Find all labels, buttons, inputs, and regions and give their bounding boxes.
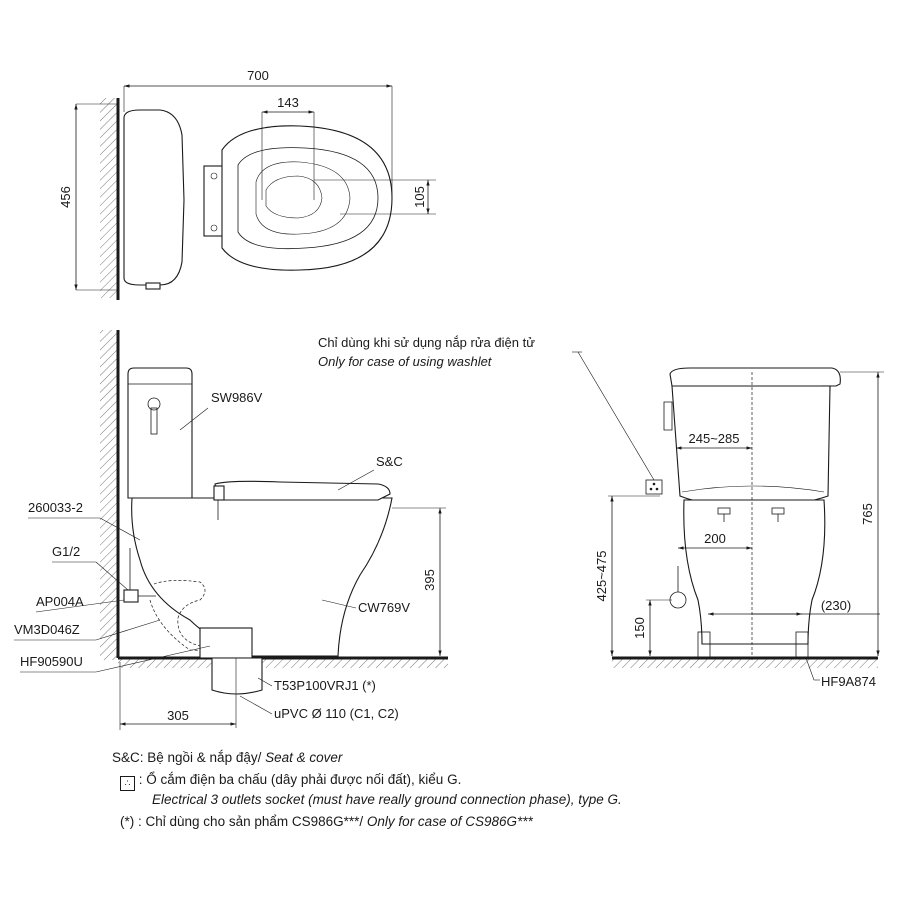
leader-valve [35, 599, 125, 613]
top-wall-hatch [100, 98, 118, 298]
label-hose: VM3D046Z [14, 622, 80, 637]
dim-700-text: 700 [247, 68, 269, 83]
side-flange [199, 627, 253, 659]
side-trap-outer [149, 599, 251, 653]
legend-sc-text: S&C: Bệ ngồi & nắp đậy/ [112, 750, 262, 765]
leader-gasket [99, 517, 141, 541]
label-adapter: T53P100VRJ1 (*) [274, 678, 376, 693]
side-floor-hatch [118, 658, 448, 668]
legend-asterisk: (*) : Chỉ dùng cho sản phẩm CS986G***/ O… [120, 814, 533, 829]
washlet-note-vi: Chỉ dùng khi sử dụng nắp rửa điện tử [318, 335, 535, 350]
socket-pin [649, 487, 653, 491]
dim-245-text: 245~285 [689, 431, 740, 446]
dim-230-text: (230) [821, 598, 851, 613]
leader-thread [95, 561, 129, 591]
socket-pin [655, 487, 659, 491]
front-floor-bolt-right [795, 631, 809, 659]
legend-socket: ∴ : Ổ cắm điện ba chấu (dây phải được nố… [120, 772, 461, 791]
dim-305-text: 305 [167, 708, 189, 723]
side-view: 395 305 SW986V S&C CW769V 260033-2 G1/2 … [14, 330, 448, 730]
side-seat-hinge [213, 485, 225, 501]
leader-bolts [805, 657, 815, 681]
top-seat-inner [237, 147, 379, 249]
front-floor-hatch [612, 658, 878, 668]
top-tank-foot [145, 282, 161, 290]
leader-flange [95, 645, 211, 673]
front-flush-lever [663, 401, 673, 431]
legend-sc-text-en: Seat & cover [265, 750, 343, 765]
label-valve: AP004A [36, 594, 84, 609]
washlet-note-en: Only for case of using washlet [318, 354, 493, 369]
leader-pipe [239, 695, 273, 715]
dim-395-text: 395 [422, 569, 437, 591]
label-bolts: HF9A874 [821, 674, 876, 689]
leader-adapter [257, 677, 273, 687]
legend-asterisk-text-vi: : Chỉ dùng cho sản phẩm CS986G***/ [138, 814, 364, 829]
front-tank-lid [669, 367, 841, 387]
side-trap [153, 580, 240, 647]
dim-143-text: 143 [277, 95, 299, 110]
front-seat-edge [681, 485, 825, 493]
top-bowl-opening [255, 161, 351, 235]
label-flange: HF90590U [20, 654, 83, 669]
top-bowl-well [265, 175, 323, 219]
top-view: 700 456 143 105 [58, 68, 436, 300]
socket-icon: ∴ [120, 776, 135, 791]
legend-socket-text-en: Electrical 3 outlets socket (must have r… [152, 792, 622, 807]
legend-asterisk-marker: (*) [120, 814, 135, 829]
dim-150-text: 150 [632, 617, 647, 639]
label-bowl: CW769V [358, 600, 410, 615]
flush-lever-icon [147, 397, 161, 411]
leader-seat [337, 469, 375, 491]
side-tank [127, 367, 193, 499]
label-thread: G1/2 [52, 544, 80, 559]
top-tank [123, 109, 185, 286]
socket-pin [652, 482, 656, 486]
dim-105-text: 105 [412, 186, 427, 208]
front-view: Chỉ dùng khi sử dụng nắp rửa điện tử Onl… [318, 335, 884, 689]
legend-socket-text-vi: : Ổ cắm điện ba chấu (dây phải được nối … [138, 772, 462, 787]
label-pipe: uPVC Ø 110 (C1, C2) [274, 706, 399, 721]
legend-seat-cover: S&C: Bệ ngồi & nắp đậy/ Seat & cover [112, 750, 342, 765]
legend-asterisk-text-en: Only for case of CS986G*** [366, 814, 533, 829]
top-hinge-bolt [210, 172, 218, 180]
leader-tank [179, 407, 209, 431]
flush-lever-handle [150, 407, 158, 435]
dim-765-text: 765 [860, 503, 875, 525]
leader-washlet [577, 351, 655, 481]
label-gasket: 260033-2 [28, 500, 83, 515]
label-tank: SW986V [211, 390, 263, 405]
dim-425-text: 425~475 [594, 551, 609, 602]
leader-bowl [321, 599, 357, 609]
label-seat: S&C [376, 454, 403, 469]
side-seat-cover [214, 480, 391, 501]
side-drain-pipe [211, 657, 263, 695]
top-hinge-bolt [210, 224, 218, 232]
dim-200-text: 200 [704, 531, 726, 546]
top-seat [221, 125, 393, 271]
leader-hose [95, 619, 161, 641]
front-floor-bolt-left [697, 631, 711, 659]
dim-456-text: 456 [58, 186, 73, 208]
